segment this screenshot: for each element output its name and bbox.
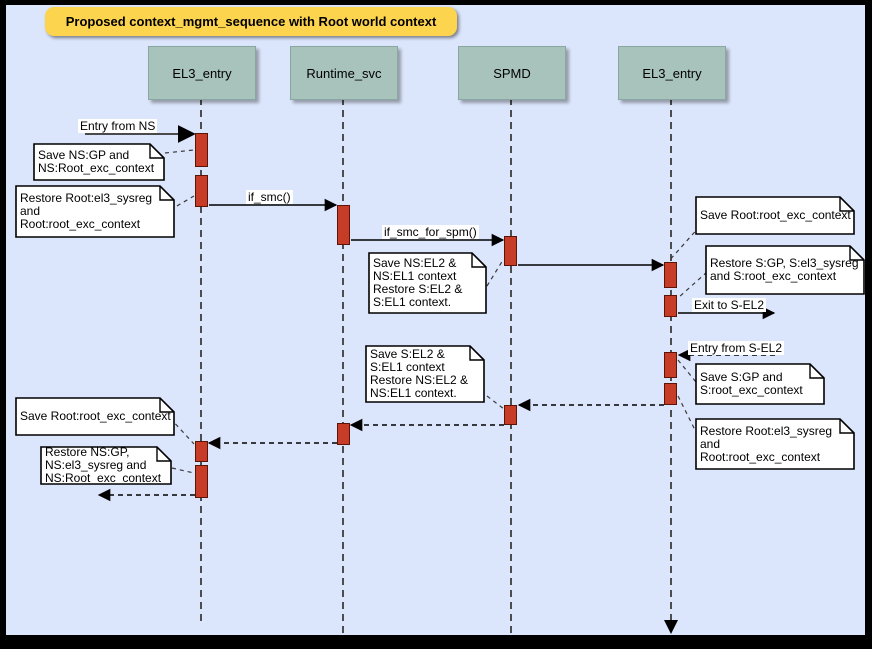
activation-bar (337, 423, 350, 445)
message-label-if-smc: if_smc() (246, 190, 293, 204)
note-save-ns-el2: Save NS:EL2 & NS:EL1 context Restore S:E… (368, 252, 487, 314)
note-shape (33, 143, 165, 181)
activation-bar (195, 465, 208, 498)
note-save-s-el2: Save S:EL2 & S:EL1 context Restore NS:EL… (365, 345, 485, 403)
note-text: Restore NS:GP, NS:el3_sysreg and NS:Root… (45, 445, 162, 485)
diagram-canvas (6, 5, 865, 635)
lifeline-head-runtime-svc: Runtime_svc (290, 46, 398, 100)
activation-bar (664, 262, 677, 288)
note-shape (15, 185, 175, 238)
note-save-ns-gp: Save NS:GP and NS:Root_exc_context (33, 143, 165, 181)
note-shape (40, 446, 172, 485)
note-text: Restore Root:el3_sysreg and Root:root_ex… (20, 191, 153, 231)
note-save-root-exc-bottom-left: Save Root:root_exc_context (15, 397, 175, 436)
lifeline-head-el3-entry-right: EL3_entry (618, 46, 726, 100)
activation-bar (195, 133, 208, 167)
lifeline-label: SPMD (493, 65, 531, 81)
note-restore-root-sysreg-right: Restore Root:el3_sysreg and Root:root_ex… (695, 418, 855, 470)
activation-bar (664, 295, 677, 317)
note-save-root-exc-top-right: Save Root:root_exc_context (695, 196, 855, 235)
activation-bar (195, 441, 208, 462)
message-label-entry-from-ns: Entry from NS (78, 119, 158, 133)
message-label-if-smc-for-spm: if_smc_for_spm() (382, 225, 479, 239)
message-label-exit-to-s-el2: Exit to S-EL2 (692, 298, 767, 312)
lifeline-head-el3-entry-left: EL3_entry (148, 46, 256, 100)
message-label-entry-from-s-el2: Entry from S-EL2 (688, 341, 785, 355)
diagram-title: Proposed context_mgmt_sequence with Root… (45, 7, 457, 36)
note-shape (365, 345, 485, 403)
activation-bar (664, 383, 677, 405)
note-text: Save NS:EL2 & NS:EL1 context Restore S:E… (373, 256, 463, 309)
note-text: Restore S:GP, S:el3_sysreg and S:root_ex… (710, 256, 859, 283)
activation-bar (504, 405, 517, 425)
activation-bar (504, 236, 517, 266)
activation-bar (664, 352, 677, 378)
activation-bar (337, 205, 350, 245)
activation-bar (195, 175, 208, 207)
note-shape (368, 252, 487, 314)
note-restore-s-gp: Restore S:GP, S:el3_sysreg and S:root_ex… (705, 245, 865, 295)
note-text: Save NS:GP and NS:Root_exc_context (38, 148, 155, 175)
lifeline-head-spmd: SPMD (458, 46, 566, 100)
note-text: Save Root:root_exc_context (20, 409, 171, 423)
note-text: Save S:GP and S:root_exc_context (700, 370, 803, 397)
note-save-s-gp: Save S:GP and S:root_exc_context (695, 363, 825, 405)
note-text: Restore Root:el3_sysreg and Root:root_ex… (700, 423, 833, 464)
note-text: Save S:EL2 & S:EL1 context Restore NS:EL… (370, 347, 469, 400)
note-restore-ns-gp: Restore NS:GP, NS:el3_sysreg and NS:Root… (40, 446, 172, 485)
note-restore-root-sysreg-left: Restore Root:el3_sysreg and Root:root_ex… (15, 185, 175, 238)
lifeline-label: EL3_entry (172, 65, 232, 81)
note-text: Save Root:root_exc_context (700, 208, 851, 222)
lifeline-label: Runtime_svc (306, 65, 382, 81)
lifeline-label: EL3_entry (642, 65, 702, 81)
note-shape (695, 418, 855, 470)
